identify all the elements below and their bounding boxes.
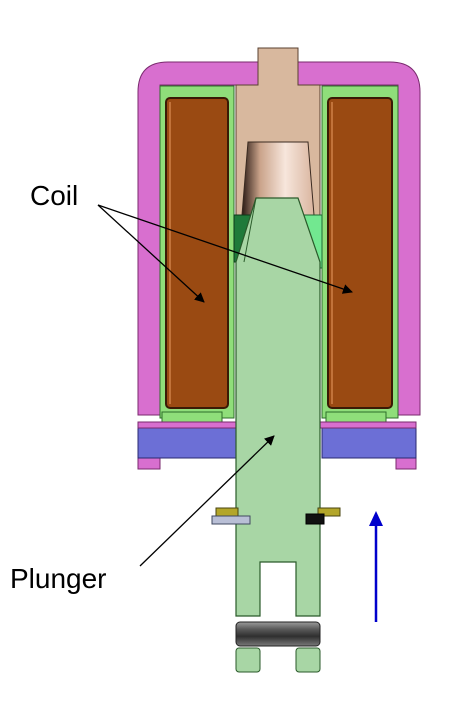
plunger-tip-right — [295, 647, 321, 673]
plunger-edge — [243, 197, 257, 263]
coil-pointer-right — [97, 204, 353, 294]
roller — [235, 621, 321, 647]
coil-right — [327, 97, 393, 409]
motion-arrowhead — [369, 511, 383, 526]
plunger-tip-left — [235, 647, 261, 673]
clip-left-top — [215, 507, 239, 517]
plunger-pointer — [139, 435, 275, 567]
coil-left — [165, 97, 229, 409]
plunger — [235, 197, 321, 617]
clip-left-bottom — [211, 515, 251, 525]
plunger-label: Plunger — [10, 563, 107, 594]
bobbin-bottom-lip-left — [161, 411, 223, 423]
clip-right-bottom — [305, 513, 325, 525]
clip-right-top — [317, 507, 341, 517]
bobbin-bottom-lip-right — [325, 411, 387, 423]
base-plate-right — [321, 427, 417, 459]
coil-pointer-left — [97, 204, 205, 303]
coil-label: Coil — [30, 180, 78, 211]
base-plate-left — [137, 427, 237, 459]
